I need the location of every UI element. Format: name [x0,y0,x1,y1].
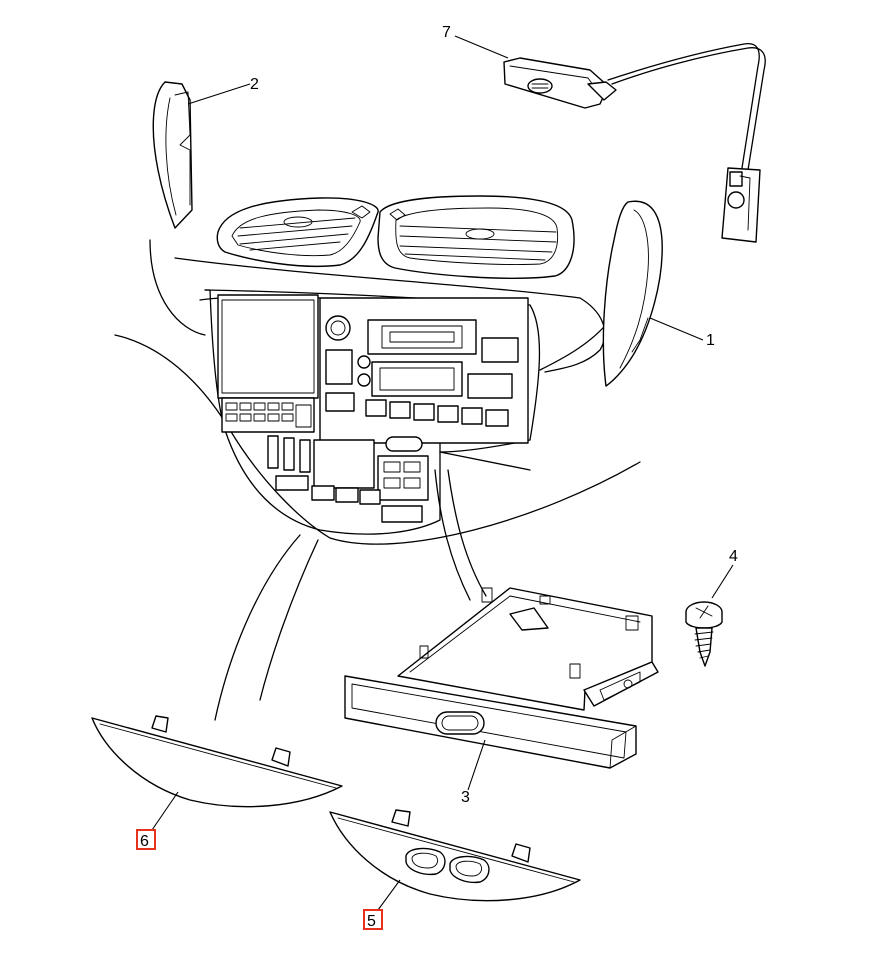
leader-line-5 [377,879,401,911]
leader-line-3 [467,739,486,791]
leader-line-7 [454,35,509,59]
part-label-3: 3 [461,789,470,806]
part-label-5: 5 [367,913,376,930]
part-5-switch-cover [329,809,581,902]
part-label-4: 4 [729,548,738,565]
part-4-screw [685,601,723,667]
part-3-storage-drawer [344,587,659,769]
highlight-box-5 [363,909,383,930]
leader-line-2 [187,83,251,105]
part-2-left-trim [152,81,193,229]
center-console-controls [217,294,529,523]
leader-line-1 [649,317,704,341]
part-1-right-trim [602,200,663,387]
leader-line-6 [151,791,179,831]
part-6-pocket-cover [91,715,343,808]
leader-line-4 [711,564,734,599]
center-air-vents [216,195,575,279]
part-label-6: 6 [140,833,149,850]
part-label-2: 2 [250,76,259,93]
routing-curves [214,469,487,721]
part-label-1: 1 [706,332,715,349]
highlight-box-6 [136,829,156,850]
part-7-sensor-with-cable [503,42,766,243]
part-label-7: 7 [442,24,451,41]
